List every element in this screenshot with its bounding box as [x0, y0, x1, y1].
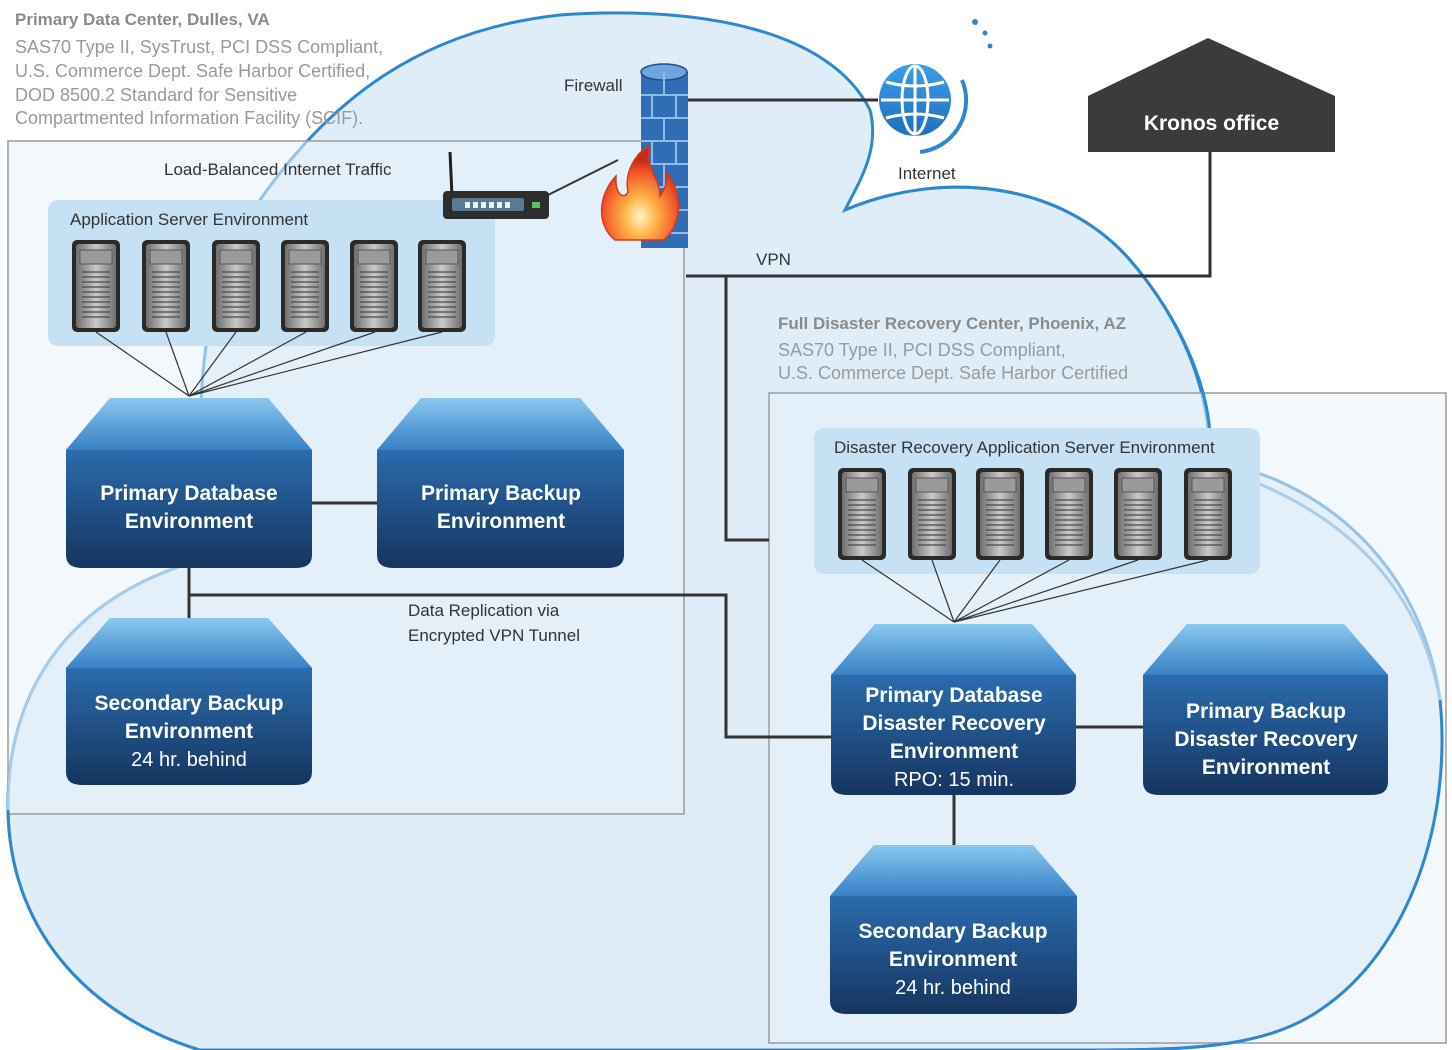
connections — [187, 98, 1212, 845]
dr-center-title: Full Disaster Recovery Center, Phoenix, … — [778, 314, 1126, 333]
dr-app-server-env-label: Disaster Recovery Application Server Env… — [834, 438, 1215, 457]
dr-secondary-backup-db: Secondary Backup Environment 24 hr. behi… — [840, 918, 1066, 1002]
kronos-office-label: Kronos office — [1143, 112, 1280, 135]
vpn-label: VPN — [756, 250, 791, 269]
load-balanced-label: Load-Balanced Internet Traffic — [164, 160, 392, 179]
primary-dc-line: U.S. Commerce Dept. Safe Harbor Certifie… — [15, 61, 371, 81]
dr-server-fan-lines — [861, 559, 1209, 623]
db-dr-primary — [831, 624, 1076, 795]
primary-dc-line: Compartmented Information Facility (SCIF… — [15, 108, 364, 128]
dr-backup-line: Disaster Recovery — [1174, 728, 1358, 751]
internet-label: Internet — [898, 164, 956, 183]
dr-primary-db-line: Primary Database — [865, 684, 1043, 707]
dr-primary-db-line: Environment — [889, 740, 1019, 763]
dr-backup-line: Primary Backup — [1186, 700, 1346, 723]
internet-globe-icon — [879, 19, 993, 154]
dr-backup-db: Primary Backup Disaster Recovery Environ… — [1153, 698, 1379, 782]
db-dr-secondary — [830, 845, 1077, 1014]
app-server-env-label: Application Server Environment — [70, 210, 309, 229]
firewall-icon — [600, 63, 688, 248]
replication-label: Encrypted VPN Tunnel — [408, 626, 580, 645]
db-dr-backup — [1143, 624, 1388, 795]
primary-dc-title: Primary Data Center, Dulles, VA — [15, 10, 270, 29]
dr-backup-line: Environment — [1201, 756, 1331, 779]
dr-secondary-backup-label: Secondary Backup Environment — [858, 920, 1048, 971]
server-fan-lines — [95, 331, 443, 397]
db-primary-backup — [377, 398, 624, 568]
secondary-backup-db: Secondary Backup Environment 24 hr. behi… — [76, 690, 302, 774]
dr-primary-db: Primary Database Disaster Recovery Envir… — [841, 682, 1067, 794]
primary-dc-line: SAS70 Type II, SysTrust, PCI DSS Complia… — [15, 37, 384, 57]
replication-label: Data Replication via — [408, 601, 560, 620]
db-primary — [66, 398, 312, 568]
fire-icon — [600, 144, 680, 241]
dr-center-line: SAS70 Type II, PCI DSS Compliant, — [778, 340, 1066, 360]
firewall-label: Firewall — [564, 76, 623, 95]
dr-secondary-backup-sub: 24 hr. behind — [895, 977, 1011, 999]
db-secondary-backup — [66, 618, 312, 785]
kronos-office-icon — [1088, 38, 1335, 152]
dr-center-line: U.S. Commerce Dept. Safe Harbor Certifie… — [778, 363, 1129, 383]
secondary-backup-label: Secondary Backup Environment — [94, 692, 284, 743]
dr-primary-db-line: Disaster Recovery — [862, 712, 1046, 735]
router-icon — [443, 151, 549, 219]
primary-dc-line: DOD 8500.2 Standard for Sensitive — [15, 85, 298, 105]
primary-backup-label: Primary Backup Environment — [421, 482, 581, 533]
dr-primary-db-sub: RPO: 15 min. — [893, 769, 1015, 791]
primary-db-label: Primary Database Environment — [100, 482, 278, 533]
secondary-backup-sub: 24 hr. behind — [131, 749, 247, 771]
